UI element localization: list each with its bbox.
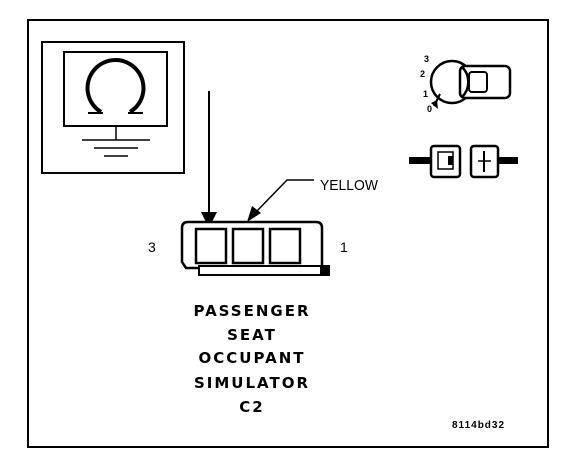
probe-arrow bbox=[201, 91, 217, 228]
connector-title: PASSENGER SEAT OCCUPANT SIMULATOR C2 bbox=[193, 302, 310, 416]
svg-text:3: 3 bbox=[424, 54, 429, 64]
connector-disconnect-icon bbox=[409, 144, 518, 179]
svg-text:2: 2 bbox=[420, 69, 425, 79]
svg-text:SIMULATOR: SIMULATOR bbox=[194, 374, 310, 392]
wire-leader-arrow bbox=[247, 179, 314, 222]
pin-number-right: 1 bbox=[340, 239, 348, 255]
svg-text:0: 0 bbox=[427, 104, 432, 114]
svg-text:C2: C2 bbox=[239, 398, 264, 416]
svg-text:1: 1 bbox=[423, 89, 428, 99]
svg-text:PASSENGER: PASSENGER bbox=[193, 302, 310, 320]
svg-text:OCCUPANT: OCCUPANT bbox=[199, 349, 306, 367]
pin-number-left: 3 bbox=[148, 239, 156, 255]
figure-id: 8114bd32 bbox=[452, 420, 505, 431]
svg-text:SEAT: SEAT bbox=[227, 326, 277, 344]
wire-color-label: YELLOW bbox=[320, 177, 379, 194]
ignition-key-icon: 3 2 1 0 bbox=[420, 54, 512, 114]
ohmmeter-icon bbox=[41, 41, 185, 174]
c2-connector-face bbox=[180, 220, 330, 276]
diagram-border bbox=[27, 19, 549, 448]
